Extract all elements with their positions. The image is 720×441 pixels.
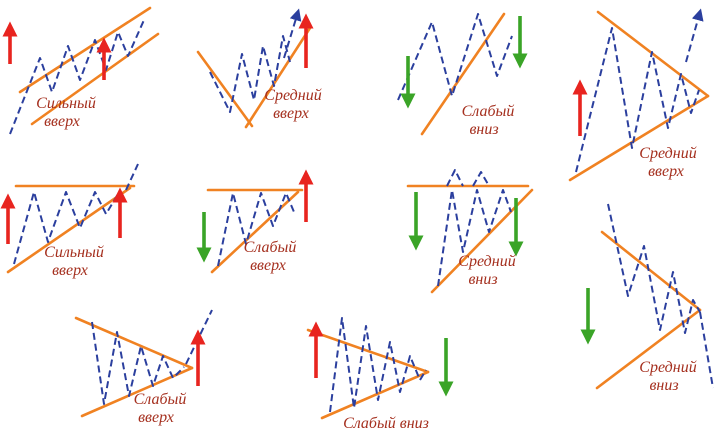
trend-line-upper bbox=[306, 328, 430, 374]
pattern-weak-up-1: Слабый вверх bbox=[196, 169, 314, 274]
blue-breakout-dash bbox=[185, 309, 213, 365]
pattern-label-line2: вниз bbox=[469, 121, 498, 138]
pattern-medium-down-1: Средний вниз bbox=[406, 169, 534, 294]
trend-line-lower bbox=[30, 32, 160, 126]
pattern-label-line1: Слабый bbox=[462, 103, 515, 120]
trend-line-upper bbox=[18, 6, 152, 94]
pattern-label-line1: Сильный bbox=[36, 95, 96, 112]
pattern-label-line1: Средний bbox=[264, 87, 321, 104]
pattern-label: Слабый вниз bbox=[343, 415, 429, 432]
pattern-strong-up-2: Сильный вверх bbox=[0, 163, 139, 279]
pattern-label-line1: Слабый bbox=[244, 239, 297, 256]
pattern-label-line2: вверх bbox=[273, 105, 309, 122]
trend-line-lower bbox=[320, 370, 430, 420]
trend-line-lower bbox=[210, 190, 300, 274]
pattern-label-line2: вверх bbox=[138, 409, 174, 426]
pattern-label-line1: Средний bbox=[458, 253, 515, 270]
pattern-label-line2: вверх bbox=[648, 163, 684, 180]
pattern-medium-down-2: Средний вниз bbox=[580, 203, 714, 394]
trend-line-right bbox=[244, 26, 312, 129]
price-zigzag bbox=[217, 192, 295, 267]
trend-line-upper bbox=[74, 316, 194, 370]
trend-line-lower bbox=[80, 366, 194, 418]
trend-line-upper bbox=[596, 10, 710, 98]
price-zigzag bbox=[437, 189, 512, 287]
pattern-label-line2: вниз bbox=[468, 271, 497, 288]
blue-breakout-arrow bbox=[283, 8, 302, 59]
pattern-weak-down-2: Слабый вниз bbox=[306, 317, 454, 432]
pattern-weak-down-1: Слабый вниз bbox=[397, 12, 528, 138]
trend-line-upper bbox=[600, 230, 702, 312]
blue-breakout-dash bbox=[125, 163, 139, 191]
pattern-label-line1: Слабый bbox=[134, 391, 187, 408]
price-zigzag bbox=[9, 19, 145, 135]
price-peak bbox=[472, 171, 490, 187]
pattern-label-line2: вверх bbox=[52, 262, 88, 279]
price-peak bbox=[446, 169, 464, 187]
trend-line-left bbox=[196, 50, 254, 128]
pattern-label-line1: Сильный bbox=[44, 244, 104, 261]
blue-breakdown-dash bbox=[699, 311, 714, 389]
pattern-label-line1: Средний bbox=[639, 145, 696, 162]
price-zigzag bbox=[607, 203, 701, 334]
pattern-label-line2: вверх bbox=[44, 113, 80, 130]
price-zigzag bbox=[209, 35, 291, 113]
price-zigzag bbox=[575, 27, 700, 173]
trend-line bbox=[420, 12, 506, 136]
pattern-medium-up-1: Средний вверх bbox=[196, 8, 322, 129]
pattern-label-line1: Средний bbox=[639, 359, 696, 376]
price-zigzag bbox=[397, 13, 513, 101]
pattern-weak-up-2: Слабый вверх bbox=[74, 309, 213, 426]
trend-line-lower bbox=[568, 94, 710, 182]
pattern-label-line2: вниз bbox=[649, 377, 678, 394]
trend-line-lower bbox=[6, 186, 132, 274]
price-zigzag bbox=[13, 191, 119, 265]
pattern-strong-up-1: Сильный вверх bbox=[2, 6, 160, 135]
blue-breakout-arrow bbox=[685, 8, 704, 63]
pattern-label-line2: вверх bbox=[250, 257, 286, 274]
pattern-medium-up-2: Средний вверх bbox=[568, 8, 710, 182]
